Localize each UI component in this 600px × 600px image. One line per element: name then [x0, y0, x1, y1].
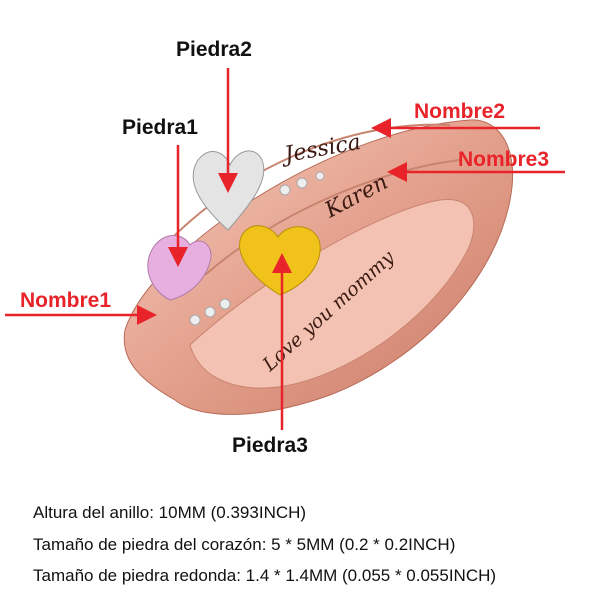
label-name2: Nombre2 — [414, 100, 506, 123]
label-name1: Nombre1 — [20, 289, 112, 312]
stone1-heart — [147, 235, 212, 301]
spec-heart-stone-size: Tamaño de piedra del corazón: 5 * 5MM (0… — [33, 535, 456, 554]
label-name3: Nombre3 — [458, 148, 550, 171]
label-stone1: Piedra1 — [122, 116, 198, 139]
spec-ring-height: Altura del anillo: 10MM (0.393INCH) — [33, 503, 307, 522]
accent-stones — [189, 171, 325, 326]
label-stone2: Piedra2 — [176, 38, 252, 61]
annotation-arrows — [5, 68, 565, 430]
label-stone3: Piedra3 — [232, 434, 308, 457]
spec-round-stone-size: Tamaño de piedra redonda: 1.4 * 1.4MM (0… — [33, 566, 497, 585]
ring-illustration: Jessica Karen Love you mommy — [5, 68, 565, 430]
